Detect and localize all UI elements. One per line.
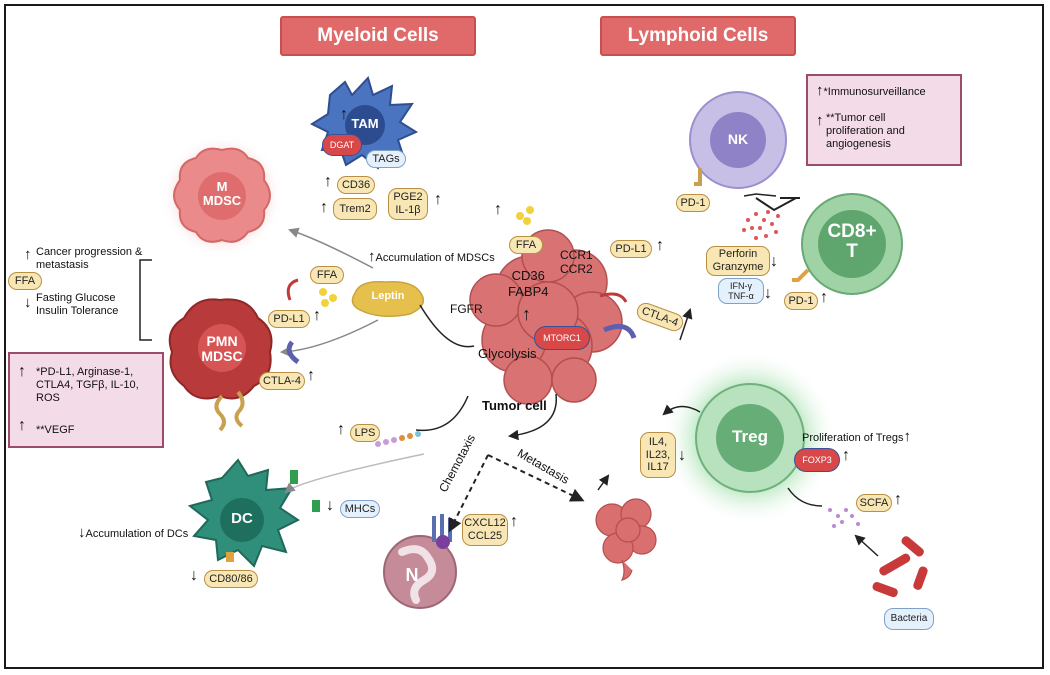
il4-pill: IL4, IL23, IL17 <box>640 432 676 478</box>
up-arrow-pge2: ↑ <box>434 191 442 208</box>
dc-cell <box>187 458 300 568</box>
pge2-pill: PGE2 IL-1β <box>388 188 428 220</box>
ffa-dots <box>319 206 534 307</box>
neutrophil-cell <box>383 514 457 609</box>
bacteria-rods <box>872 536 928 598</box>
cancer-progression-text: ↑ <box>24 246 32 263</box>
pdl1-tumor-pill: PD-L1 <box>610 240 652 258</box>
accumulation-mdscs: ↑Accumulation of MDSCs <box>368 248 495 265</box>
metastasis-arrow <box>597 474 610 491</box>
m-mdsc-cell <box>160 134 284 258</box>
up-arrow-cd36-fabp4: ↑ <box>522 304 531 324</box>
cancer-progression-label: Cancer progression & metastasis <box>36 246 143 272</box>
lymphoid-header: Lymphoid Cells <box>600 16 796 56</box>
cd8-label: CD8+ T <box>827 221 877 262</box>
accumulation-dcs: ↓Accumulation of DCs <box>78 524 189 541</box>
treg-cell <box>662 350 838 526</box>
down-arrow-perforin: ↓ <box>770 253 778 270</box>
down-arrow-fasting: ↓ <box>24 294 32 311</box>
trem2-pill: Trem2 <box>333 198 377 220</box>
tags-pill: TAGs <box>366 150 406 168</box>
dgat-pill: DGAT <box>322 134 362 156</box>
receptors <box>226 278 637 562</box>
lymphoid-effects-box: ↑*Immunosurveillance ↑ **Tumor cell prol… <box>806 74 962 166</box>
mtorc1-pill: MTORC1 <box>534 326 590 350</box>
down-arrow-mhcs: ↓ <box>326 497 334 514</box>
up-arrow-tam: ↑ <box>340 106 348 123</box>
ccr-label: CCR1 CCR2 <box>560 248 593 277</box>
nk-cell <box>689 91 787 189</box>
up-arrow-pdl1-tumor: ↑ <box>656 237 664 254</box>
up-arrow-trem2: ↑ <box>320 199 328 216</box>
diagram-frame <box>4 4 1044 669</box>
arrows <box>139 193 879 557</box>
mdsc-box-arrow1: ↑ <box>18 363 26 380</box>
up-arrow-ffa-top: ↑ <box>494 201 502 218</box>
lps-chain <box>375 431 421 447</box>
nk-cd8-link <box>755 197 797 212</box>
myeloid-header: Myeloid Cells <box>280 16 476 56</box>
perforin-pill: Perforin Granzyme <box>706 246 770 276</box>
mdsc-box-line1: *PD-L1, Arginase-1, CTLA4, TGFβ, IL-10, … <box>36 366 139 405</box>
ffa-left-pill: FFA <box>8 272 42 290</box>
up-arrow-scfa: ↑ <box>894 491 902 508</box>
dc-label: DC <box>231 510 253 527</box>
foxp3-pill: FOXP3 <box>794 448 840 472</box>
ifn-pill: IFN-γ TNF-α <box>718 278 764 304</box>
cxcl12-pill: CXCL12 CCL25 <box>462 514 508 546</box>
up-arrow-pdl1-pmn: ↑ <box>313 307 321 324</box>
neutrophil-label: N <box>405 565 419 585</box>
lymph-box-line2-text: **Tumor cell proliferation and angiogene… <box>826 112 905 151</box>
up-arrow-foxp3: ↑ <box>842 447 850 464</box>
ctla4-pmn-pill: CTLA-4 <box>259 372 305 390</box>
fasting-label: Fasting Glucose Insulin Tolerance <box>36 292 119 318</box>
up-arrow-cxcl12: ↑ <box>510 513 518 530</box>
prolif-tregs: Proliferation of Tregs↑ <box>802 428 911 445</box>
down-arrow-il4: ↓ <box>678 447 686 464</box>
mdsc-effects-box: ↑ *PD-L1, Arginase-1, CTLA4, TGFβ, IL-10… <box>8 352 164 448</box>
up-arrow-pd1-cd8: ↑ <box>820 289 828 306</box>
glycolysis-label: Glycolysis <box>478 346 537 361</box>
leptin-blob <box>351 280 425 317</box>
mhcs-pill: MHCs <box>340 500 380 518</box>
pmn-mdsc-cell <box>168 298 273 432</box>
scfa-pill: SCFA <box>856 494 892 512</box>
cd36-fabp4-label: CD36 FABP4 <box>508 268 549 299</box>
tumor-cell-label: Tumor cell <box>482 398 547 413</box>
scfa-dots <box>828 508 860 528</box>
tam-label: TAM <box>351 116 379 131</box>
ffa-mid-pill: FFA <box>310 266 344 284</box>
treg-label: Treg <box>732 427 768 446</box>
m-mdsc-label: M MDSC <box>202 179 242 208</box>
up-arrow-lps: ↑ <box>337 421 345 438</box>
cd80-pill: CD80/86 <box>204 570 258 588</box>
lymph-box-line2: ↑ <box>816 112 824 129</box>
nk-label: NK <box>727 131 749 147</box>
perforin-dots <box>742 210 780 240</box>
cd8-cell <box>792 193 903 295</box>
down-arrow-cd80: ↓ <box>190 567 198 584</box>
mdsc-box-arrow2: ↑ <box>18 417 26 434</box>
pdl1-pmn-pill: PD-L1 <box>268 310 310 328</box>
lps-pill: LPS <box>350 424 380 442</box>
bacteria-pill: Bacteria <box>884 608 934 630</box>
up-arrow-cd36: ↑ <box>324 173 332 190</box>
metastatic-cluster <box>595 498 657 581</box>
cd36-tam-pill: CD36 <box>337 176 375 194</box>
mdsc-box-line2: **VEGF <box>36 424 75 436</box>
pmn-mdsc-label: PMN MDSC <box>201 333 243 364</box>
pd1-cd8-pill: PD-1 <box>784 292 818 310</box>
ffa-top-pill: FFA <box>509 236 543 254</box>
down-arrow-ifn: ↓ <box>764 285 772 302</box>
leptin-label: Leptin <box>371 290 405 302</box>
lymph-box-line1: ↑*Immunosurveillance <box>816 82 926 99</box>
fgfr-label: FGFR <box>450 302 483 316</box>
up-arrow-ctla4-pmn: ↑ <box>307 367 315 384</box>
pd1-nk-pill: PD-1 <box>676 194 710 212</box>
